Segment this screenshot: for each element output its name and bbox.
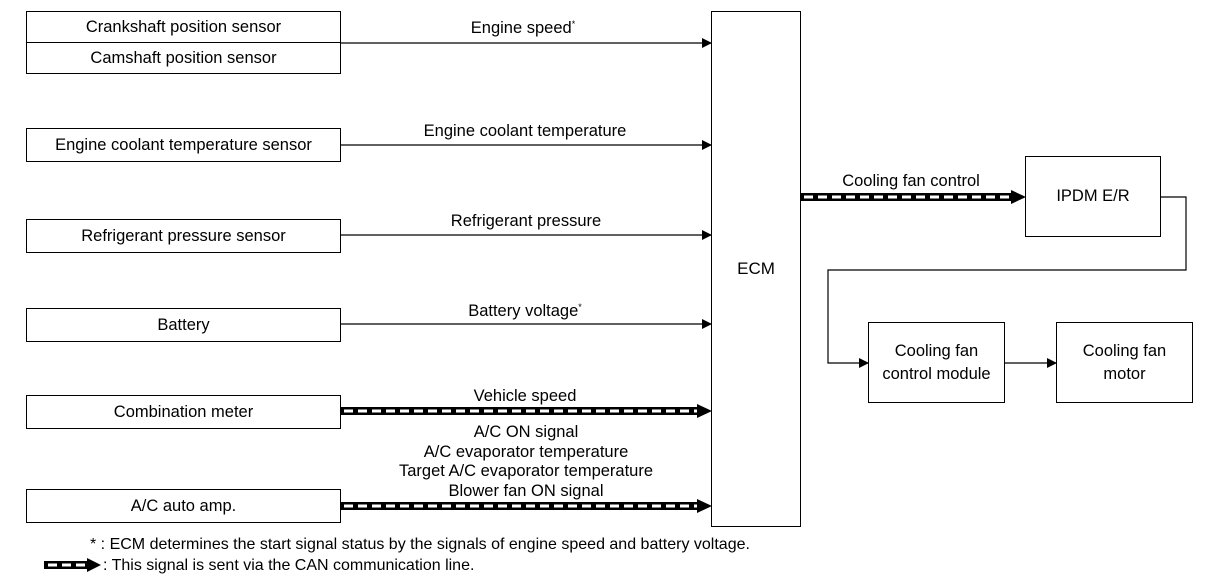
asterisk-note-text: ECM determines the start signal status b… [109, 536, 750, 553]
camshaft-sensor: Camshaft position sensor [90, 48, 277, 67]
ac-on-label: A/C ON signal [473, 423, 579, 441]
legend-can-symbol [44, 558, 101, 572]
crank-cam-sensor-box: Crankshaft position sensor Camshaft posi… [26, 11, 341, 74]
coolant-sensor-box: Engine coolant temperature sensor [26, 128, 341, 162]
fan-motor-box: Cooling fan motor [1056, 322, 1193, 403]
fan-control-module-line2: control module [882, 364, 991, 383]
can-line-cooling-fan-control [800, 190, 1026, 204]
refrigerant-pressure-label: Refrigerant pressure [450, 212, 602, 230]
ecm-box: ECM [711, 11, 801, 527]
vehicle-speed-label: Vehicle speed [473, 387, 577, 405]
ipdm-to-module-line [827, 196, 1187, 368]
fan-motor-line1: Cooling fan [1082, 342, 1167, 361]
cooling-fan-control-label: Cooling fan control [842, 172, 980, 190]
legend-can-note: : This signal is sent via the CAN commun… [103, 557, 475, 574]
can-line-ac-amp [340, 499, 712, 513]
ac-evap-temp-label: A/C evaporator temperature [423, 443, 629, 461]
crankshaft-sensor: Crankshaft position sensor [27, 12, 340, 43]
refrigerant-sensor-box: Refrigerant pressure sensor [26, 219, 341, 253]
coolant-temp-label: Engine coolant temperature [423, 122, 627, 140]
target-ac-evap-temp-label: Target A/C evaporator temperature [398, 462, 654, 480]
legend-asterisk-note: * : ECM determines the start signal stat… [90, 537, 750, 553]
battery-box: Battery [26, 308, 341, 342]
fan-control-module-box: Cooling fan control module [868, 322, 1005, 403]
combination-meter-box: Combination meter [26, 395, 341, 429]
blower-fan-on-label: Blower fan ON signal [448, 482, 604, 500]
fan-motor-line2: motor [1103, 364, 1146, 383]
battery-voltage-label: Battery voltage* [468, 302, 582, 320]
engine-speed-label: Engine speed* [470, 19, 576, 37]
can-line-vehicle-speed [340, 404, 712, 418]
fan-control-module-line1: Cooling fan [894, 342, 979, 361]
asterisk-symbol: * : [90, 536, 106, 553]
ipdm-box: IPDM E/R [1025, 156, 1161, 237]
ac-auto-amp-box: A/C auto amp. [26, 489, 341, 523]
